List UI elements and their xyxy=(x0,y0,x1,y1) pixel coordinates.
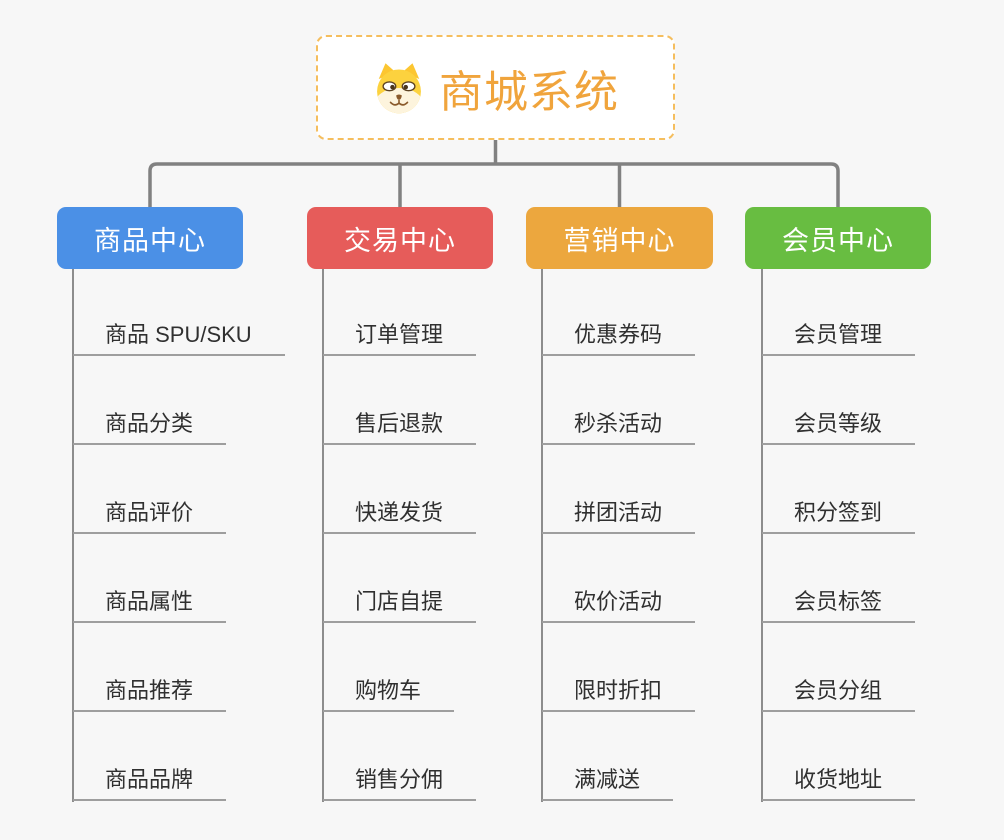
leaf-column-member: 会员管理 会员等级 积分签到 会员标签 会员分组 收货地址 xyxy=(762,267,916,801)
root-node[interactable]: 商城系统 xyxy=(316,35,675,140)
branch-label: 交易中心 xyxy=(344,225,456,256)
leaf-node[interactable]: 收货地址 xyxy=(762,762,916,801)
leaf-column-marketing: 优惠券码 秒杀活动 拼团活动 砍价活动 限时折扣 满减送 xyxy=(542,267,696,801)
branch-label: 营销中心 xyxy=(563,225,676,256)
leaf-column-product: 商品 SPU/SKU 商品分类 商品评价 商品属性 商品推荐 商品品牌 xyxy=(73,267,285,801)
leaf-node[interactable]: 售后退款 xyxy=(323,406,477,445)
leaf-node[interactable]: 限时折扣 xyxy=(542,673,696,712)
leaf-node[interactable]: 会员管理 xyxy=(762,317,916,356)
root-title: 商城系统 xyxy=(439,67,619,117)
leaf-node[interactable]: 优惠券码 xyxy=(542,317,696,356)
leaf-node[interactable]: 快递发货 xyxy=(323,495,477,534)
leaf-column-trade: 订单管理 售后退款 快递发货 门店自提 购物车 销售分佣 xyxy=(323,267,477,801)
leaf-node[interactable]: 门店自提 xyxy=(323,584,477,623)
dog-icon xyxy=(377,62,421,113)
leaf-node[interactable]: 积分签到 xyxy=(762,495,916,534)
leaf-node[interactable]: 订单管理 xyxy=(323,317,477,356)
leaf-node[interactable]: 商品分类 xyxy=(73,406,227,445)
leaf-node[interactable]: 满减送 xyxy=(542,762,674,801)
branch-label: 商品中心 xyxy=(94,225,206,256)
branch-trunk-line xyxy=(72,268,74,802)
leaf-node[interactable]: 商品属性 xyxy=(73,584,227,623)
leaf-node[interactable]: 会员分组 xyxy=(762,673,916,712)
leaf-node[interactable]: 商品推荐 xyxy=(73,673,227,712)
leaf-node[interactable]: 商品评价 xyxy=(73,495,227,534)
branch-label: 会员中心 xyxy=(782,225,894,256)
leaf-node[interactable]: 销售分佣 xyxy=(323,762,477,801)
leaf-node[interactable]: 秒杀活动 xyxy=(542,406,696,445)
leaf-node[interactable]: 商品品牌 xyxy=(73,762,227,801)
leaf-node[interactable]: 拼团活动 xyxy=(542,495,696,534)
leaf-node[interactable]: 商品 SPU/SKU xyxy=(73,317,285,356)
leaf-node[interactable]: 砍价活动 xyxy=(542,584,696,623)
branch-node-product-center[interactable]: 商品中心 xyxy=(57,207,243,269)
branch-trunk-line xyxy=(322,268,324,802)
leaf-node[interactable]: 会员标签 xyxy=(762,584,916,623)
leaf-node[interactable]: 会员等级 xyxy=(762,406,916,445)
branch-node-trade-center[interactable]: 交易中心 xyxy=(307,207,493,269)
branch-trunk-line xyxy=(541,268,543,802)
leaf-node[interactable]: 购物车 xyxy=(323,673,455,712)
branch-node-marketing-center[interactable]: 营销中心 xyxy=(526,207,713,269)
branch-node-member-center[interactable]: 会员中心 xyxy=(745,207,931,269)
branch-trunk-line xyxy=(761,268,763,802)
